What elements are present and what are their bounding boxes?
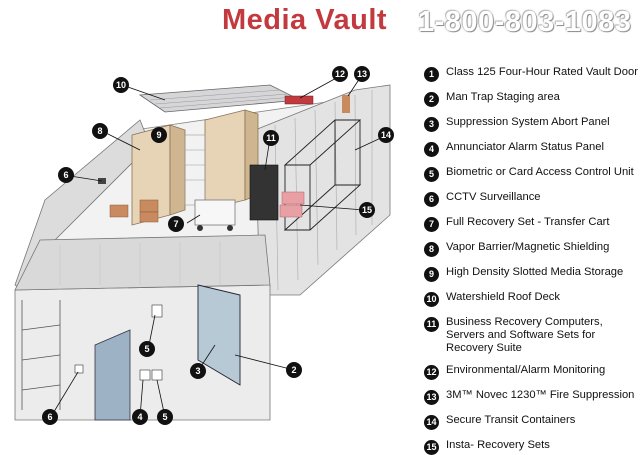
phone-number: 1-800-803-1083 — [418, 6, 632, 38]
svg-text:15: 15 — [362, 205, 372, 215]
legend-text: Business Recovery Computers, Servers and… — [446, 316, 603, 354]
callout-9: 9 — [151, 127, 167, 143]
interior-door — [94, 329, 131, 421]
legend-text: High Density Slotted Media Storage — [446, 266, 624, 278]
legend-text: Insta- Recovery Sets — [446, 439, 550, 451]
legend-item: 15 Insta- Recovery Sets — [424, 439, 638, 455]
legend-number: 1 — [424, 67, 439, 82]
svg-text:6: 6 — [47, 412, 52, 422]
legend-item: 7 Full Recovery Set - Transfer Cart — [424, 216, 638, 232]
legend-number: 8 — [424, 242, 439, 257]
legend-item: 8 Vapor Barrier/Magnetic Shielding — [424, 241, 638, 257]
legend-item: 4 Annunciator Alarm Status Panel — [424, 141, 638, 157]
legend-item: 9 High Density Slotted Media Storage — [424, 266, 638, 282]
legend-number: 5 — [424, 167, 439, 182]
legend-number: 4 — [424, 142, 439, 157]
transfer-cart — [194, 199, 236, 226]
callout-10: 10 — [113, 77, 129, 93]
svg-text:4: 4 — [137, 412, 142, 422]
legend-item: 12 Environmental/Alarm Monitoring — [424, 364, 638, 380]
legend-text: Full Recovery Set - Transfer Cart — [446, 216, 610, 228]
callout-1: 2 — [286, 362, 302, 378]
callout-7: 7 — [168, 216, 184, 232]
svg-text:14: 14 — [381, 130, 391, 140]
callout-5-door: 5 — [139, 341, 155, 357]
legend-text: 3M™ Novec 1230™ Fire Suppression — [446, 389, 635, 401]
callout-12: 12 — [332, 66, 348, 82]
svg-text:10: 10 — [116, 80, 126, 90]
svg-text:7: 7 — [173, 219, 178, 229]
callout-2: 3 — [190, 363, 206, 379]
recovery-computers — [249, 164, 279, 221]
mantrap-top — [14, 234, 271, 291]
legend-number: 2 — [424, 92, 439, 107]
vault-door — [197, 284, 241, 386]
legend-number: 14 — [424, 415, 439, 430]
legend-item: 5 Biometric or Card Access Control Unit — [424, 166, 638, 182]
svg-text:3: 3 — [195, 366, 200, 376]
callout-5: 6 — [42, 409, 58, 425]
callout-11: 11 — [263, 130, 279, 146]
callout-15: 15 — [359, 202, 375, 218]
svg-text:9: 9 — [156, 130, 161, 140]
annunciator-panel — [151, 369, 163, 381]
abort-panel — [139, 369, 151, 381]
legend-number: 9 — [424, 267, 439, 282]
legend-item: 13 3M™ Novec 1230™ Fire Suppression — [424, 389, 638, 405]
legend-item: 11 Business Recovery Computers, Servers … — [424, 316, 638, 355]
legend-item: 14 Secure Transit Containers — [424, 414, 638, 430]
legend-text: Annunciator Alarm Status Panel — [446, 141, 604, 153]
legend-number: 15 — [424, 440, 439, 455]
svg-text:12: 12 — [335, 69, 345, 79]
callout-3: 4 — [132, 409, 148, 425]
legend-text: Biometric or Card Access Control Unit — [446, 166, 634, 178]
legend-number: 6 — [424, 192, 439, 207]
callout-13: 13 — [354, 66, 370, 82]
legend: 1 Class 125 Four-Hour Rated Vault Door 2… — [424, 66, 638, 455]
access-panel-2 — [151, 304, 163, 318]
legend-number: 3 — [424, 117, 439, 132]
legend-text: CCTV Surveillance — [446, 191, 541, 203]
fire-suppression — [342, 95, 350, 113]
legend-text: Man Trap Staging area — [446, 91, 560, 103]
callout-4: 5 — [157, 409, 173, 425]
access-panel — [74, 364, 84, 374]
svg-text:13: 13 — [357, 69, 367, 79]
legend-item: 2 Man Trap Staging area — [424, 91, 638, 107]
legend-number: 11 — [424, 317, 439, 332]
legend-text: Secure Transit Containers — [446, 414, 576, 426]
legend-item: 6 CCTV Surveillance — [424, 191, 638, 207]
callout-6: 6 — [58, 167, 74, 183]
legend-text: Vapor Barrier/Magnetic Shielding — [446, 241, 610, 253]
legend-text: Watershield Roof Deck — [446, 291, 560, 303]
svg-text:8: 8 — [97, 126, 102, 136]
page-title: Media Vault — [222, 4, 388, 36]
legend-item: 1 Class 125 Four-Hour Rated Vault Door — [424, 66, 638, 82]
svg-text:6: 6 — [63, 170, 68, 180]
svg-text:11: 11 — [266, 133, 276, 143]
legend-number: 12 — [424, 365, 439, 380]
legend-number: 13 — [424, 390, 439, 405]
svg-text:2: 2 — [291, 365, 296, 375]
svg-text:5: 5 — [144, 344, 149, 354]
alarm-monitor — [284, 95, 314, 105]
svg-text:5: 5 — [162, 412, 167, 422]
legend-number: 7 — [424, 217, 439, 232]
legend-text: Class 125 Four-Hour Rated Vault Door — [446, 66, 638, 78]
legend-item: 3 Suppression System Abort Panel — [424, 116, 638, 132]
legend-item: 10 Watershield Roof Deck — [424, 291, 638, 307]
media-cabinet-right — [204, 109, 246, 211]
legend-text: Suppression System Abort Panel — [446, 116, 610, 128]
callout-8: 8 — [92, 123, 108, 139]
callout-14: 14 — [378, 127, 394, 143]
legend-text: Environmental/Alarm Monitoring — [446, 364, 606, 376]
legend-number: 10 — [424, 292, 439, 307]
vault-diagram: 10 12 13 8 9 11 14 6 7 15 5 3 2 6 4 5 — [14, 66, 394, 425]
